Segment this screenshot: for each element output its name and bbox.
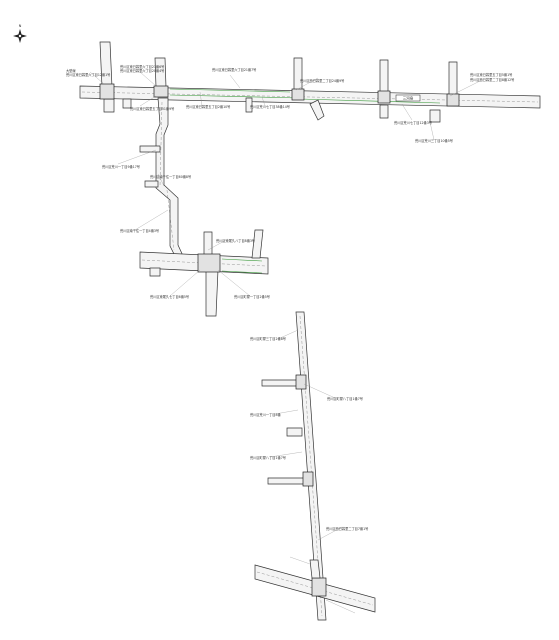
label-9: 荒川区東日暮里五丁目2番10号: [186, 104, 230, 109]
compass-letter: N: [19, 24, 22, 28]
address-labels: 大型線 荒川区東日暮里六丁目12番1号 荒川区東日暮里六丁目23番6号 荒川区東…: [66, 64, 514, 531]
label-4: 荒川区東日暮里六丁目20番4号: [120, 68, 164, 73]
label-5: 荒川区東日暮里六丁目21番7号: [212, 67, 256, 72]
label-2: 荒川区東日暮里六丁目12番1号: [66, 72, 110, 77]
label-22: 荒川区荒川一丁目8番: [250, 412, 282, 417]
label-20: 荒川区町屋三丁目2番8号: [250, 336, 286, 341]
middle-road: [139, 229, 269, 317]
label-18: 荒川区東尾久七丁目6番5号: [150, 294, 189, 299]
label-8: 荒川区西日暮里二丁目8番12号: [470, 77, 514, 82]
leader-lines: [89, 71, 483, 614]
label-15: 荒川区南千住一丁目60番8号: [150, 174, 191, 179]
bottom-road: [254, 559, 376, 613]
label-13: 荒川区荒川三丁目10番5号: [415, 138, 453, 143]
southern-road: [261, 311, 327, 621]
label-14: 荒川区荒川一丁目9番17号: [102, 164, 140, 169]
label-3: 荒川区東日暮里六丁目23番6号: [120, 64, 164, 69]
label-7: 荒川区東日暮里五丁目5番1号: [470, 72, 512, 77]
compass-rose-icon: N: [13, 24, 27, 43]
label-10: 荒川区東日暮里五丁目51番9号: [130, 106, 174, 111]
label-16: 荒川区南千住一丁目4番3号: [120, 228, 159, 233]
station-label: 三河島: [403, 96, 414, 101]
label-6: 荒川区西日暮里二丁目24番9号: [300, 78, 344, 83]
label-21: 荒川区町屋八丁目1番7号: [327, 396, 363, 401]
upper-intersections: 三河島: [99, 83, 460, 107]
label-24: 荒川区西日暮里二丁目7番1号: [326, 526, 368, 531]
label-23: 荒川区町屋八丁目1番7号: [250, 455, 286, 460]
label-11: 荒川区荒川七丁目38番14号: [250, 104, 290, 109]
label-17: 荒川区東尾久八丁目8番3号: [216, 238, 255, 243]
label-12: 荒川区荒川七丁目12番3号: [394, 120, 432, 125]
label-19: 荒川区町屋一丁目2番5号: [234, 294, 270, 299]
label-1: 大型線: [66, 68, 76, 73]
